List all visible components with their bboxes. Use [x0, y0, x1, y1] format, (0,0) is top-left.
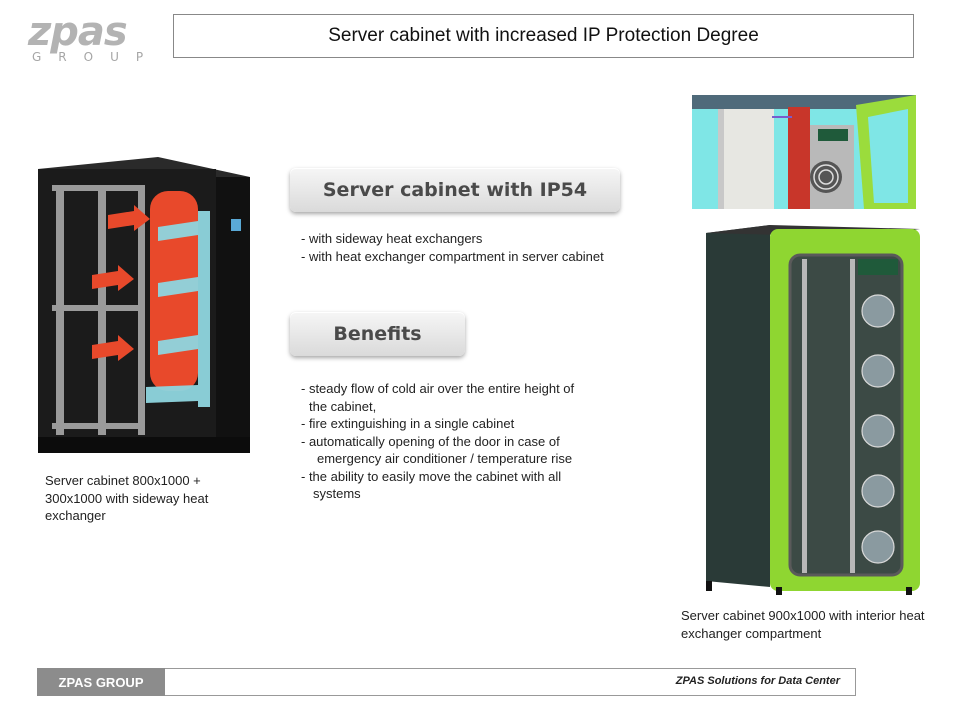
footer-company-tag: ZPAS GROUP [37, 668, 165, 696]
list-item: - with heat exchanger compartment in ser… [301, 248, 604, 264]
logo-wordmark: zpas [28, 9, 128, 55]
section-ip54-list: - with sideway heat exchangers - with he… [301, 230, 611, 265]
list-item: - steady flow of cold air over the entir… [301, 381, 575, 396]
list-item: - fire extinguishing in a single cabinet [301, 416, 515, 431]
benefits-list: - steady flow of cold air over the entir… [301, 380, 621, 503]
section-ip54-heading: Server cabinet with IP54 [290, 168, 620, 212]
logo-subtitle: GROUP [32, 50, 161, 64]
left-image-caption: Server cabinet 800x1000 + 300x1000 with … [45, 473, 209, 523]
list-item: - with sideway heat exchangers [301, 231, 483, 246]
left-cabinet-image [38, 157, 250, 453]
right-image-caption: Server cabinet 900x1000 with interior he… [681, 608, 925, 641]
right-cabinet-image [706, 225, 920, 595]
interior-detail-image [692, 95, 916, 209]
zpas-logo: zpas GROUP [28, 12, 148, 64]
list-item: - automatically opening of the door in c… [301, 433, 560, 449]
section-benefits-heading-text: Benefits [333, 323, 422, 345]
section-benefits-heading: Benefits [290, 312, 465, 356]
section-ip54-heading-text: Server cabinet with IP54 [322, 179, 588, 201]
list-item: the cabinet, [309, 398, 377, 414]
title-box: Server cabinet with increased IP Protect… [173, 14, 914, 58]
list-item: - the ability to easily move the cabinet… [301, 468, 562, 484]
list-item: emergency air conditioner / temperature … [317, 451, 573, 466]
footer-tagline: ZPAS Solutions for Data Center [675, 675, 840, 687]
list-item: systems [313, 486, 361, 501]
page-title: Server cabinet with increased IP Protect… [328, 25, 759, 46]
